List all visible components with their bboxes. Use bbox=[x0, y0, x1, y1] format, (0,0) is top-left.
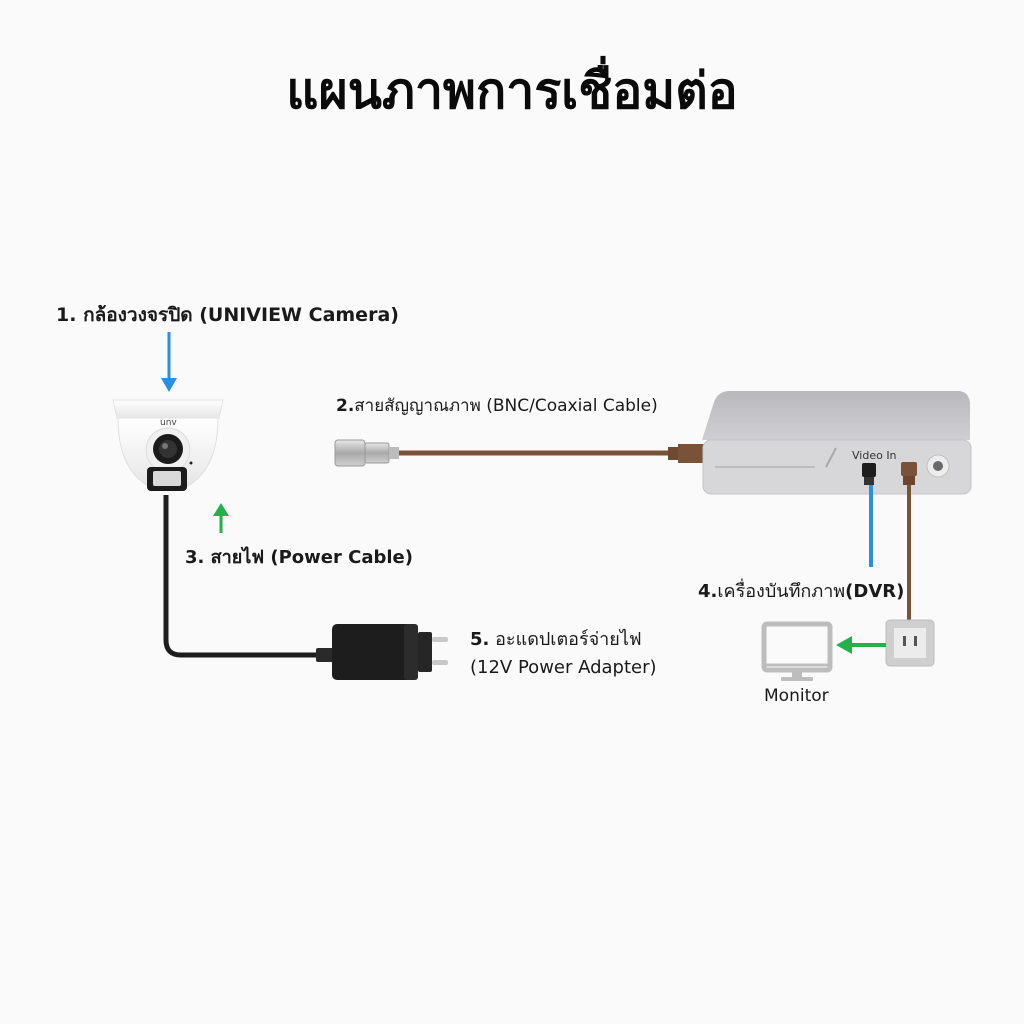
dvr-thai: เครื่องบันทึกภาพ bbox=[717, 581, 846, 602]
power-adapter bbox=[332, 624, 448, 680]
bnc-cable-label: 2.สายสัญญาณภาพ (BNC/Coaxial Cable) bbox=[336, 392, 658, 419]
camera-brand-logo: unv bbox=[160, 418, 177, 428]
blue-arrow-down bbox=[161, 332, 177, 392]
dome-camera: unv bbox=[112, 399, 224, 491]
dvr-en: (DVR) bbox=[845, 581, 905, 602]
power-thai: สายไฟ bbox=[210, 547, 265, 568]
video-in-port-label: Video In bbox=[852, 449, 897, 462]
adapter-en: (12V Power Adapter) bbox=[470, 657, 657, 678]
green-arrow-to-monitor bbox=[836, 636, 886, 654]
bnc-coax-cable bbox=[334, 439, 704, 467]
camera-label: 1. กล้องวงจรปิด (UNIVIEW Camera) bbox=[56, 300, 399, 330]
bnc-thai: สายสัญญาณภาพ bbox=[354, 396, 481, 416]
adapter-label: 5. อะแดปเตอร์จ่ายไฟ (12V Power Adapter) bbox=[470, 626, 657, 682]
diagram-title: แผนภาพการเชื่อมต่อ bbox=[286, 62, 738, 120]
power-en: (Power Cable) bbox=[270, 547, 413, 568]
wall-outlet bbox=[885, 619, 935, 667]
adapter-thai: อะแดปเตอร์จ่ายไฟ bbox=[495, 629, 642, 650]
power-cable bbox=[163, 495, 322, 658]
monitor-label: Monitor bbox=[764, 686, 829, 706]
power-number: 3. bbox=[185, 547, 205, 568]
dvr-number: 4. bbox=[698, 581, 718, 602]
dvr-device: Video In bbox=[702, 391, 972, 495]
bnc-en: (BNC/Coaxial Cable) bbox=[486, 396, 658, 416]
monitor-icon bbox=[761, 621, 833, 681]
dvr-label: 4.เครื่องบันทึกภาพ(DVR) bbox=[698, 576, 904, 605]
power-cable-label: 3. สายไฟ (Power Cable) bbox=[185, 542, 413, 571]
bnc-number: 2. bbox=[336, 396, 355, 416]
adapter-number: 5. bbox=[470, 629, 490, 650]
camera-text: กล้องวงจรปิด (UNIVIEW Camera) bbox=[83, 304, 399, 326]
camera-number: 1. bbox=[56, 304, 77, 326]
green-arrow-up bbox=[213, 503, 229, 533]
power-cable-strain-relief bbox=[316, 648, 334, 662]
